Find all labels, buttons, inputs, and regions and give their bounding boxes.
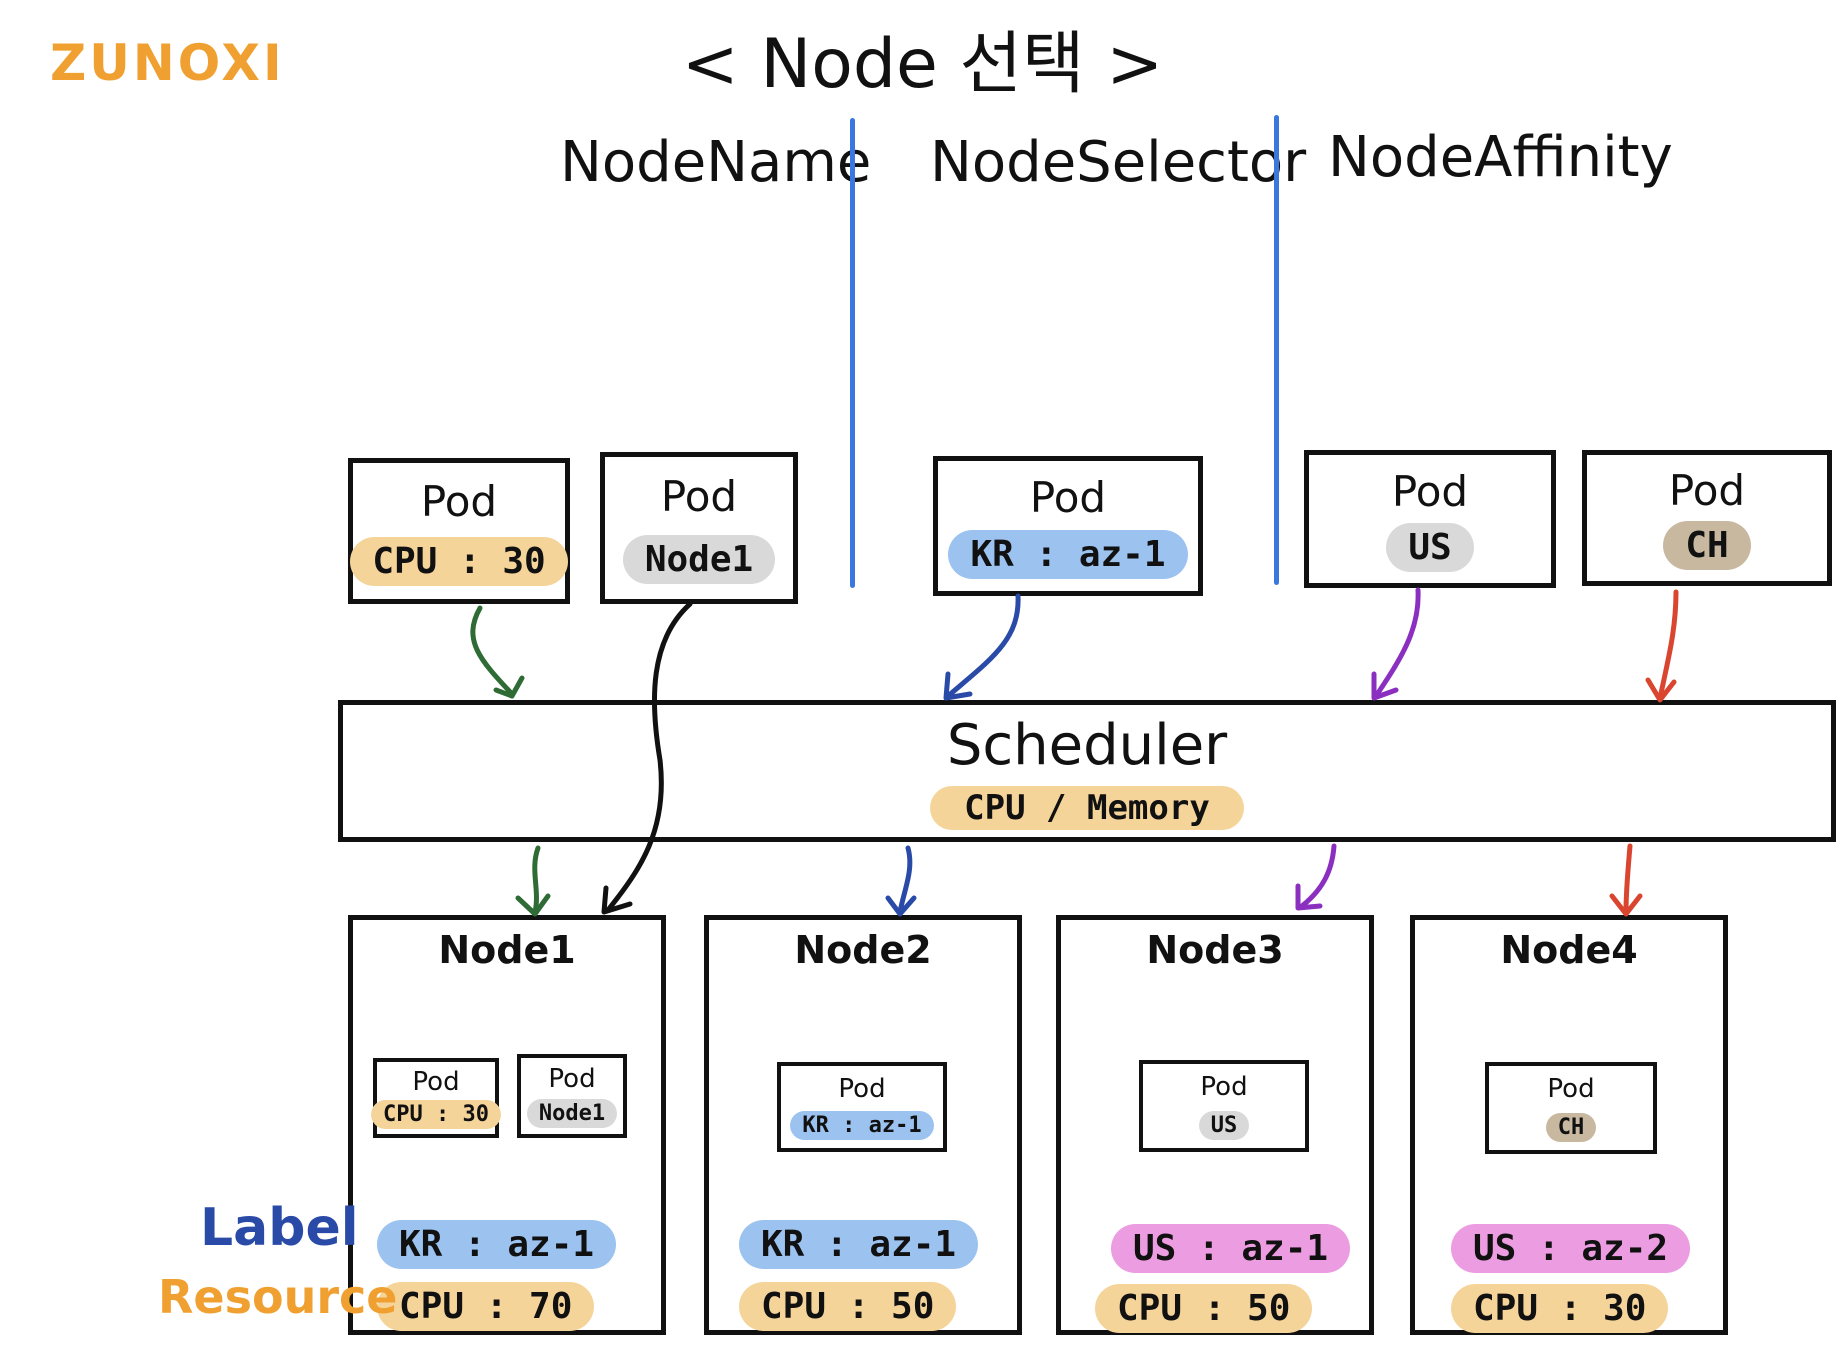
arrowhead (493, 675, 525, 699)
pod-title: Pod (420, 476, 498, 526)
pod-label-chip: KR : az-1 (790, 1111, 934, 1141)
scheduler-resource-chip: CPU / Memory (930, 785, 1244, 830)
node-resource-chip: CPU : 50 (739, 1282, 957, 1331)
node-title: Node1 (438, 928, 576, 972)
scheduler-title: Scheduler (946, 712, 1228, 778)
pod-title: Pod (548, 1064, 596, 1095)
arrow-scheduler-to-node3 (1299, 843, 1337, 909)
pod-affinity-chip: CH (1663, 521, 1751, 570)
arrow-us-to-scheduler (1373, 587, 1421, 699)
pod-affinity-us: Pod US (1304, 450, 1556, 588)
node-label-chip: US : az-2 (1451, 1224, 1691, 1273)
column-title-nodeselector: NodeSelector (930, 130, 1307, 195)
column-divider (850, 118, 855, 588)
arrow-nodename-direct (605, 601, 693, 913)
arrow-ch-to-scheduler (1657, 589, 1679, 701)
node-pod: Pod CPU : 30 (371, 1058, 501, 1138)
node-pod: Pod Node1 (517, 1054, 627, 1138)
pod-affinity-chip: US (1386, 522, 1474, 572)
node-1: Node1 Pod CPU : 30 Pod Node1 KR : az-1 C… (348, 915, 666, 1335)
node-pod: Pod CH (1485, 1062, 1657, 1154)
node-2: Node2 Pod KR : az-1 KR : az-1 CPU : 50 (704, 915, 1022, 1335)
arrowhead (601, 885, 633, 915)
node-resource-chip: CPU : 70 (377, 1282, 595, 1331)
arrowhead (885, 895, 917, 917)
arrowhead (515, 893, 551, 917)
column-divider (1274, 115, 1279, 585)
pod-resource-chip: CPU : 30 (350, 536, 568, 586)
node-4: Node4 Pod CH US : az-2 CPU : 30 (1410, 915, 1728, 1335)
arrowhead (1295, 883, 1323, 911)
pod-nodename-chip: Node1 (622, 535, 776, 584)
node-title: Node2 (794, 928, 932, 972)
pod-title: Pod (1029, 473, 1107, 522)
node-resource-chip: CPU : 50 (1095, 1284, 1313, 1333)
pod-title: Pod (660, 472, 738, 521)
node-label-chip: KR : az-1 (739, 1220, 979, 1269)
arrowhead (1371, 671, 1399, 701)
arrowhead (1609, 893, 1643, 917)
pod-cpu-request: Pod CPU : 30 (348, 458, 570, 604)
column-title-nodeaffinity: NodeAffinity (1328, 125, 1673, 190)
pod-affinity-chip: US (1198, 1110, 1250, 1140)
legend-label: Label (200, 1198, 359, 1258)
arrow-scheduler-to-node2 (897, 845, 913, 915)
pod-title: Pod (1547, 1074, 1595, 1105)
legend-resource: Resource (158, 1270, 398, 1324)
node-title: Node3 (1146, 928, 1284, 972)
arrow-selector-to-scheduler (945, 593, 1021, 699)
node-label-chip: US : az-1 (1111, 1224, 1351, 1273)
node-3: Node3 Pod US US : az-1 CPU : 50 (1056, 915, 1374, 1335)
arrow-cpu-to-scheduler (470, 605, 515, 697)
pod-title: Pod (1668, 466, 1746, 515)
pod-affinity-ch: Pod CH (1582, 450, 1832, 586)
pod-resource-chip: CPU : 30 (371, 1099, 501, 1129)
arrowhead (943, 671, 973, 701)
node-pod: Pod KR : az-1 (777, 1062, 947, 1152)
pod-label-chip: KR : az-1 (948, 530, 1188, 579)
page-title: < Node 선택 > (681, 25, 1164, 104)
pod-title: Pod (1391, 466, 1469, 516)
pod-nodename-chip: Node1 (526, 1098, 618, 1128)
scheduler-box: Scheduler CPU / Memory (338, 700, 1836, 842)
column-title-nodename: NodeName (560, 130, 872, 195)
node-pod: Pod US (1139, 1060, 1309, 1152)
arrowhead (1645, 677, 1677, 703)
brand-logo-text: ZUNOXI (50, 34, 285, 92)
node-title: Node4 (1500, 928, 1638, 972)
pod-affinity-chip: CH (1545, 1112, 1597, 1142)
pod-nodeselector: Pod KR : az-1 (933, 456, 1203, 596)
pod-nodename: Pod Node1 (600, 452, 798, 604)
pod-title: Pod (1200, 1072, 1248, 1103)
node-resource-chip: CPU : 30 (1451, 1284, 1669, 1333)
pod-title: Pod (838, 1073, 886, 1104)
arrow-scheduler-to-node4 (1623, 843, 1633, 915)
pod-title: Pod (412, 1067, 460, 1098)
node-label-chip: KR : az-1 (377, 1220, 617, 1269)
arrow-scheduler-to-node1 (532, 845, 541, 915)
